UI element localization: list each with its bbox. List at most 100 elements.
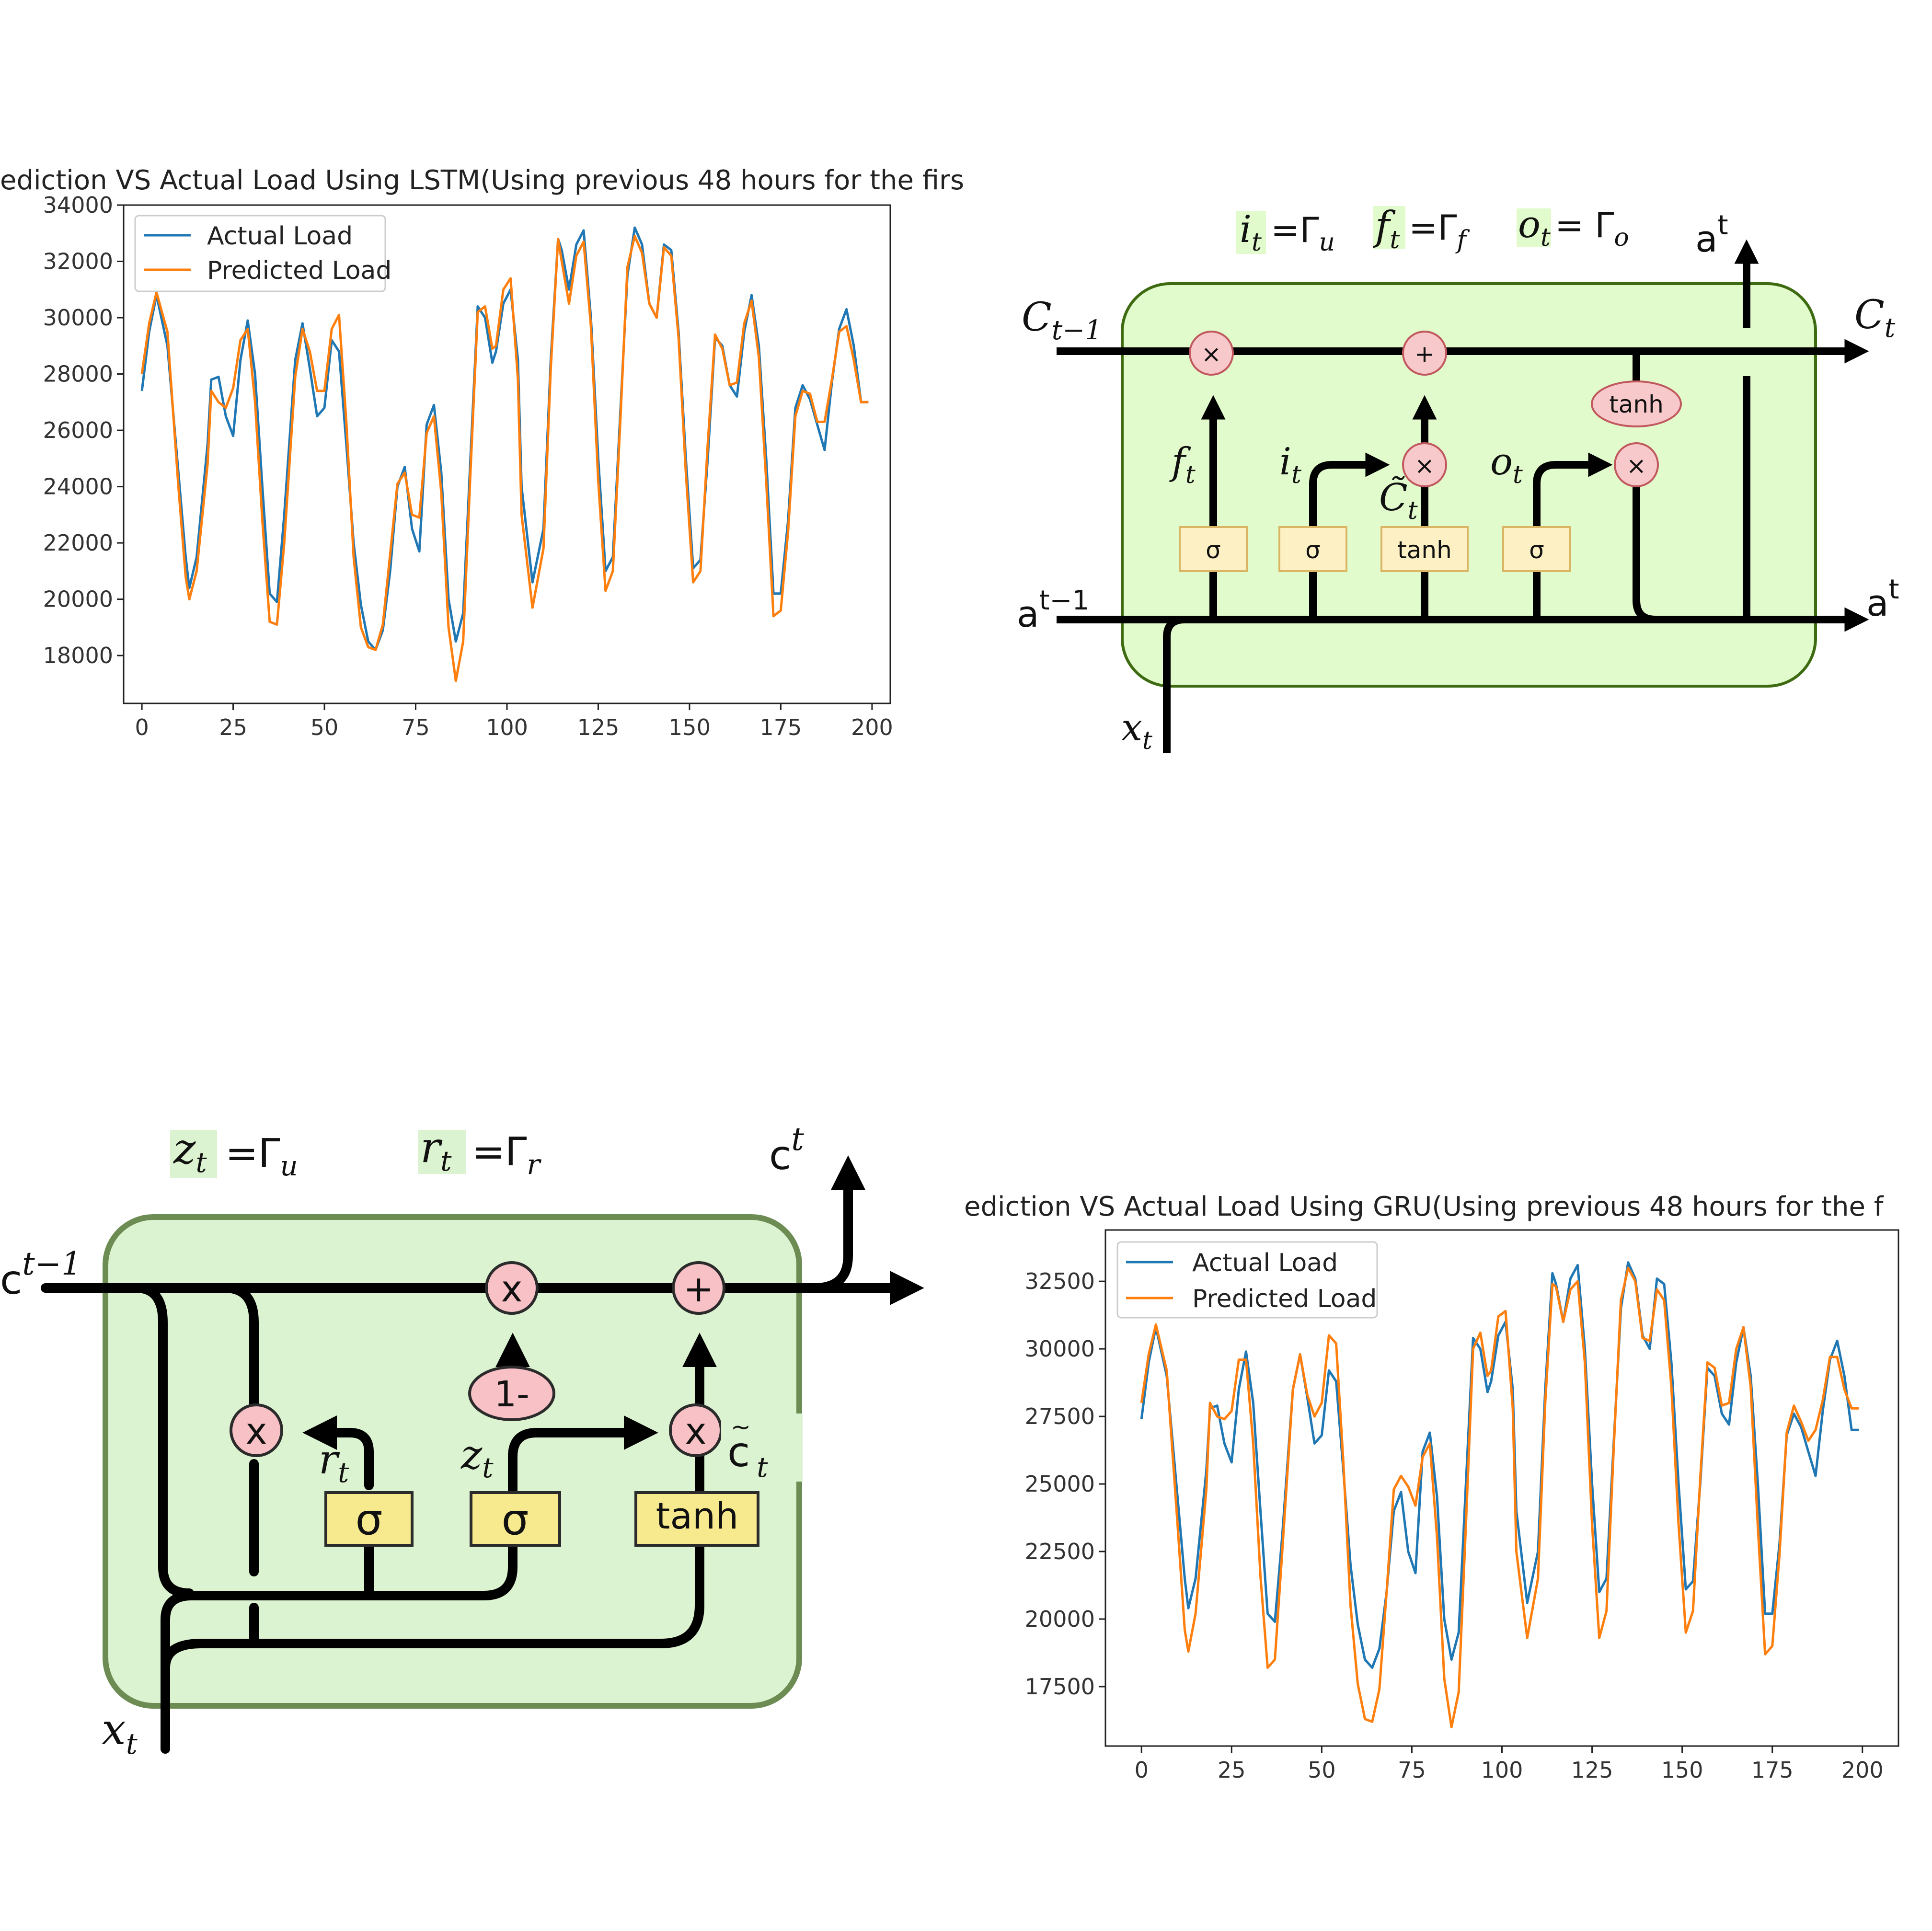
- lstm-input-mult-label: ×: [1414, 452, 1435, 480]
- lstm-predicted-load-line: [140, 235, 869, 682]
- gru-wires: [41, 1155, 924, 1754]
- gru-ytick-label: 27500: [1025, 1403, 1095, 1429]
- lstm-a-out-top-sup: t: [1718, 210, 1728, 241]
- gru-cell-diagram: zt =Γu rt =Γr σ σ: [0, 1121, 924, 1761]
- lstm-cell-add-label: +: [1414, 340, 1435, 368]
- gru-xtick-label: 100: [1481, 1757, 1523, 1783]
- lstm-output-gate-label: σ: [1529, 536, 1544, 564]
- lstm-xtick-label: 75: [402, 714, 430, 740]
- lstm-chart: ediction VS Actual Load Using LSTM(Using…: [0, 165, 964, 740]
- lstm-eq-f-sub: t: [1390, 226, 1400, 254]
- lstm-xtick-label: 150: [668, 714, 711, 740]
- gru-r-label: r: [319, 1436, 340, 1483]
- lstm-eq-f-rhs-sub: f: [1455, 226, 1470, 254]
- lstm-gates: σ σ tanh σ tanh: [1179, 380, 1682, 572]
- svg-text:ct−1: ct−1: [0, 1245, 81, 1303]
- gru-cprev-branch-1: [132, 1283, 194, 1598]
- gru-ytick-label: 20000: [1025, 1606, 1095, 1632]
- lstm-input-gate: [1278, 526, 1347, 572]
- gru-candidate-gate: [634, 1491, 759, 1547]
- gru-output-up-wire: [810, 1155, 865, 1293]
- svg-text:rt: rt: [420, 1123, 452, 1177]
- lstm-eq-f-rhs: =Γ: [1409, 207, 1457, 248]
- gru-eq-r: r: [420, 1123, 443, 1172]
- gru-pointwise-ops: x + x x: [230, 1261, 725, 1457]
- gru-reset-gate-label: σ: [355, 1494, 382, 1545]
- lstm-xtick-label: 100: [486, 714, 528, 740]
- svg-text:ot: ot: [1490, 440, 1523, 489]
- gru-xtick-label: 125: [1571, 1757, 1613, 1783]
- lstm-output-mult: [1614, 442, 1659, 487]
- gru-one-minus-label: 1-: [494, 1374, 529, 1415]
- gru-eq-z-sub: t: [196, 1146, 207, 1179]
- svg-text:zt: zt: [173, 1124, 207, 1179]
- lstm-ytick-label: 20000: [43, 586, 113, 612]
- svg-text:at: at: [1695, 210, 1728, 260]
- gru-c-tilde-label-sub: t: [757, 1451, 768, 1483]
- svg-text:=Γf: =Γf: [1409, 207, 1470, 254]
- svg-text:=Γu: =Γu: [225, 1131, 298, 1182]
- gru-actual-load-line: [1140, 1261, 1859, 1669]
- lstm-c-next-sub: t: [1885, 312, 1896, 344]
- gru-ytick-label: 30000: [1025, 1336, 1095, 1362]
- gru-xtick-label: 175: [1751, 1757, 1794, 1783]
- svg-text:ot: ot: [1518, 203, 1551, 252]
- lstm-output-mult-label: ×: [1626, 452, 1646, 480]
- gru-predicted-load-line: [1140, 1266, 1859, 1728]
- lstm-y-axis: 1800020000220002400026000280003000032000…: [43, 192, 124, 668]
- svg-text:at−1: at−1: [1017, 585, 1089, 635]
- lstm-eq-i-highlight: [1236, 211, 1266, 254]
- lstm-xtick-label: 0: [135, 714, 149, 740]
- svg-text:it: it: [1279, 440, 1301, 489]
- lstm-output-wire: [1533, 452, 1613, 620]
- lstm-c-prev: C: [1022, 295, 1052, 340]
- gru-update-gate-label: σ: [501, 1494, 529, 1545]
- gru-reset-mult: [230, 1403, 283, 1457]
- svg-text:at: at: [1866, 574, 1899, 624]
- gru-x-in-sub: t: [126, 1727, 138, 1761]
- lstm-ytick-label: 28000: [43, 361, 113, 387]
- lstm-forget-mult-label: ×: [1201, 340, 1221, 368]
- gru-one-minus-op: [468, 1366, 555, 1421]
- lstm-a-prev-sup: t−1: [1039, 585, 1090, 616]
- svg-text:=Γr: =Γr: [472, 1129, 541, 1181]
- gru-legend-predicted-label: Predicted Load: [1192, 1285, 1377, 1313]
- lstm-tanh-op-label: tanh: [1609, 391, 1664, 418]
- lstm-cell-diagram: it =Γu ft =Γf ot = Γo σ: [1017, 203, 1899, 755]
- gru-legend-box: [1116, 1241, 1378, 1319]
- lstm-o-label-sub: t: [1513, 460, 1523, 489]
- lstm-ytick-label: 34000: [43, 192, 113, 218]
- gru-cell-mult-label: x: [501, 1267, 523, 1310]
- lstm-equations: it =Γu ft =Γf ot = Γo: [1236, 203, 1629, 257]
- gru-legend-actual-label: Actual Load: [1192, 1249, 1338, 1277]
- gru-c-out-sup: t: [791, 1121, 804, 1158]
- gru-reset-mult-label: x: [246, 1410, 267, 1452]
- lstm-eq-i: i: [1240, 208, 1252, 251]
- lstm-c-tilde-label: C̃: [1379, 475, 1408, 519]
- svg-text:rt: rt: [319, 1436, 349, 1489]
- gru-eq-z-highlight: [170, 1130, 217, 1178]
- lstm-xtick-label: 200: [851, 714, 893, 740]
- lstm-ytick-label: 26000: [43, 417, 113, 443]
- svg-text:Ct: Ct: [1854, 292, 1896, 344]
- gru-candidate-gate-label: tanh: [656, 1494, 739, 1537]
- svg-text:xt: xt: [1121, 706, 1152, 755]
- lstm-a-out-top: a: [1695, 218, 1718, 260]
- svg-text:C̃t: C̃t: [1379, 475, 1418, 525]
- gru-eq-z-rhs-sub: u: [280, 1149, 298, 1182]
- gru-ytick-label: 22500: [1025, 1539, 1095, 1564]
- lstm-xtick-label: 25: [219, 714, 247, 740]
- gru-z-to-mult-wire: [508, 1415, 658, 1495]
- gru-eq-z-rhs: =Γ: [225, 1131, 280, 1176]
- gru-eq-r-highlight: [418, 1130, 466, 1174]
- gru-xtick-label: 50: [1308, 1757, 1336, 1783]
- lstm-xtick-label: 50: [310, 714, 339, 740]
- gru-r-label-sub: t: [338, 1456, 349, 1489]
- gru-eq-r-rhs-sub: r: [527, 1148, 541, 1181]
- lstm-ytick-label: 18000: [43, 643, 113, 668]
- svg-text:= Γo: = Γo: [1555, 205, 1629, 252]
- lstm-eq-i-rhs: =Γ: [1271, 210, 1319, 250]
- lstm-eq-o-highlight: [1517, 208, 1551, 247]
